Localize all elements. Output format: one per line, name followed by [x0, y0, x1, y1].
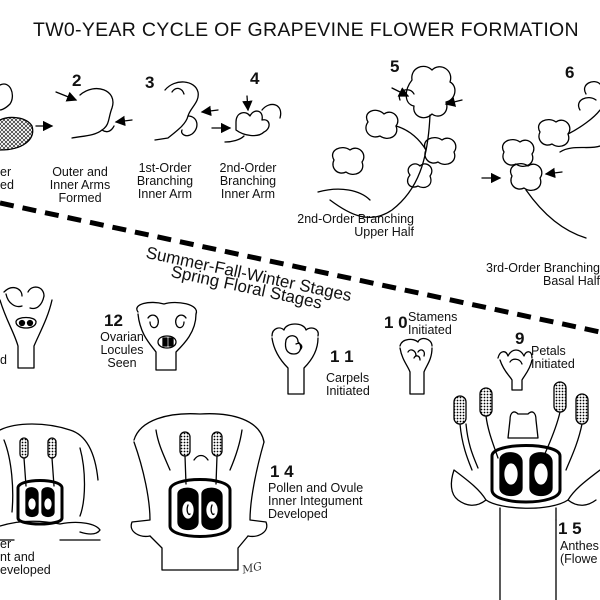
stage-number-11: 1 1: [330, 347, 354, 366]
season-divider: [0, 200, 600, 335]
stage-9-drawing: [497, 349, 533, 391]
signature-mark: MG: [240, 560, 264, 577]
stage-5-drawing: [317, 65, 463, 219]
stage-number-9: 9: [515, 329, 525, 348]
stage-6-drawing: [481, 80, 600, 239]
stage-12-drawing: [136, 301, 197, 371]
stage-11-drawing: [271, 323, 319, 395]
stage-10-drawing: [399, 337, 433, 395]
stage-number-5: 5: [390, 57, 400, 76]
stage-13-label: d: [0, 353, 7, 367]
stage-16-drawing: [0, 423, 101, 541]
stage-13-drawing: [0, 286, 53, 369]
stage-number-4: 4: [250, 69, 260, 88]
stage-2-drawing: [55, 88, 133, 139]
stage-15-drawing: [450, 381, 600, 600]
diagram-title: TW0-YEAR CYCLE OF GRAPEVINE FLOWER FORMA…: [33, 19, 579, 41]
stage-1-drawing: [0, 83, 54, 151]
stage-number-14: 1 4: [270, 462, 294, 481]
stage-14-drawing: [130, 413, 268, 571]
stage-15-label: Anthes(Flowe: [560, 539, 599, 567]
stage-number-3: 3: [145, 73, 155, 92]
stage-3-drawing: [154, 81, 219, 141]
stage-number-15: 1 5: [558, 519, 582, 538]
stage-number-2: 2: [72, 71, 82, 90]
stage-4-drawing: [211, 95, 282, 143]
stage-number-10: 1 0: [384, 313, 408, 332]
stage-number-6: 6: [565, 63, 575, 82]
stage-number-12: 12: [104, 311, 123, 330]
